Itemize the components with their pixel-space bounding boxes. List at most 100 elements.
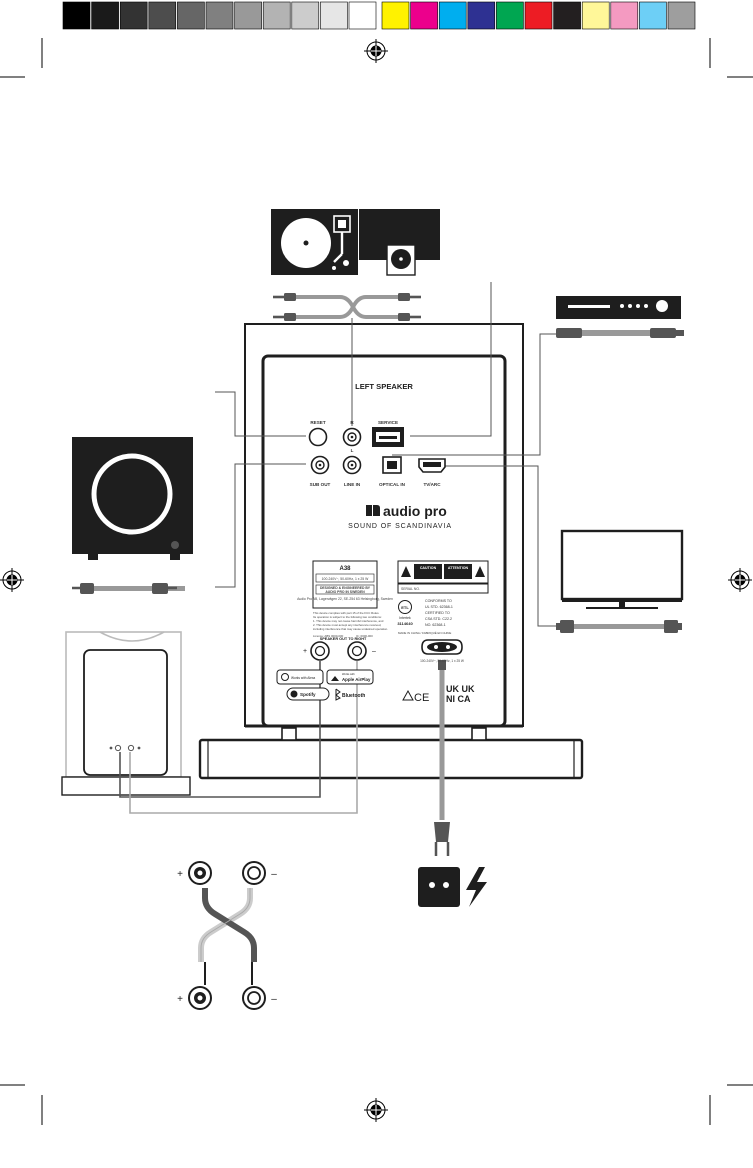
speaker-out-label: SPEAKER OUT TO RIGHT (320, 637, 367, 641)
gray-swatch (291, 1, 320, 30)
gray-swatch (348, 1, 377, 30)
gray-swatch (119, 1, 148, 30)
speaker-stand (198, 727, 584, 780)
color-swatch (381, 1, 410, 30)
panel-title: LEFT SPEAKER (355, 382, 413, 391)
speaker-terminal-plus[interactable] (310, 641, 330, 661)
optical-cable (556, 328, 684, 338)
line-in-label: LINE IN (344, 482, 361, 487)
color-swatch (438, 1, 467, 30)
conformity-line: CERTIFIED TO (425, 611, 450, 615)
conformity-line: CONFORMS TO (425, 599, 452, 603)
subwoofer-cable (72, 583, 185, 594)
wall-socket-icon (418, 867, 460, 907)
color-swatch (410, 1, 438, 30)
right-speaker-icon (61, 631, 191, 796)
gray-swatch (205, 1, 234, 30)
alexa-icon (281, 673, 289, 681)
warning-icon (475, 566, 485, 577)
turntable-icon (271, 209, 358, 275)
wire-polarity-detail: + – + – (177, 861, 277, 1010)
ukni-ca-mark: NI CA (446, 694, 471, 704)
airplay-works-with: Works with (342, 672, 355, 676)
plus-sign: + (177, 869, 183, 880)
gray-swatch (91, 1, 119, 30)
alexa-badge: Works with Alexa (276, 669, 324, 685)
made-in-text: MADE IN CHINA / FABRIQUÉ EN CHINE (398, 630, 451, 635)
origin-text: AUDIO PRO IN SWEDEN (325, 590, 365, 594)
sub-out-port[interactable] (310, 455, 330, 475)
optical-input-port[interactable] (382, 456, 402, 474)
attention-text: ATTENTION (448, 566, 469, 570)
hdmi-source-icon (556, 296, 681, 319)
left-channel-label: L (351, 448, 354, 453)
fcc-line: Its operation is subject to the followin… (313, 615, 382, 619)
terminal-minus-bottom (242, 986, 266, 1010)
terminal-plus-bottom (188, 986, 212, 1010)
alexa-text: Works with Alexa (291, 676, 315, 680)
mains-power-socket[interactable] (421, 639, 463, 655)
rca-input-right[interactable] (342, 427, 362, 447)
sub-out-label: SUB OUT (310, 482, 331, 487)
manufacturer-address: Audio Pro AB, Lagervägen 22, SE-254 63 H… (297, 597, 393, 601)
brand-logo-mark (366, 505, 380, 516)
color-swatch (496, 1, 524, 30)
brand-logo: audio pro (366, 503, 447, 519)
hdmi-arc-port[interactable] (418, 458, 446, 473)
service-label: SERVICE (378, 420, 398, 425)
fcc-statement: This device complies with part 15 of the… (313, 611, 388, 638)
right-channel-label: R (350, 420, 354, 425)
etl-text: ETL (401, 605, 409, 610)
registration-mark-right (728, 568, 752, 592)
designed-by-text: DESIGNED & ENGINEERED BY (320, 586, 371, 590)
tv-icon (560, 529, 684, 609)
tv-arc-label: TV/ARC (423, 482, 441, 487)
ukca-mark: UK UK (446, 684, 475, 694)
color-swatch (667, 1, 696, 30)
speaker-wires (119, 661, 358, 814)
terminal-plus-sign: + (303, 648, 307, 655)
conformity-line: NO. 62368-1 (425, 623, 446, 627)
minus-sign: – (271, 994, 277, 1005)
color-swatch (524, 1, 553, 30)
color-swatch (467, 1, 496, 30)
color-swatch (581, 1, 610, 30)
electricity-icon (466, 867, 487, 907)
port-labels: RESET R SERVICE L SUB OUT LINE IN OPTICA… (310, 420, 442, 487)
recycling-icon (402, 689, 414, 701)
gray-swatch (320, 1, 348, 30)
registration-mark-bottom (364, 1098, 388, 1122)
bluetooth-badge: Bluetooth (335, 688, 365, 701)
minus-sign: – (271, 869, 277, 880)
airplay-text: Apple AirPlay (342, 677, 371, 682)
speaker-terminal-minus[interactable] (347, 641, 367, 661)
warning-icon (401, 566, 411, 577)
gray-swatch (148, 1, 177, 30)
terminal-plus-top (188, 861, 212, 885)
gray-swatch (177, 1, 205, 30)
airplay-badge: Works with Apple AirPlay (326, 669, 374, 685)
intertek-text: Intertek (399, 616, 411, 620)
spotify-text: Spotify (300, 692, 316, 697)
media-player-icon (359, 209, 440, 276)
gray-swatch (62, 1, 91, 30)
usb-service-port[interactable] (372, 427, 404, 447)
left-speaker-body (244, 323, 524, 728)
optical-in-label: OPTICAL IN (379, 482, 406, 487)
licence-text: Licence: ABS 0000-000 (313, 634, 344, 638)
ce-mark: CE (414, 692, 429, 704)
spotify-icon (290, 690, 298, 698)
power-cable (434, 660, 450, 856)
caution-text: CAUTION (420, 566, 437, 570)
mains-rating: 100-240V~, 50-60Hz, 1 x 25 W (420, 659, 464, 663)
serial-number-label: SERIAL NO. (401, 587, 420, 591)
print-color-bar (62, 1, 696, 30)
rca-stereo-cable (273, 293, 421, 321)
reset-button[interactable] (308, 427, 328, 447)
model-number: A38 (339, 566, 351, 572)
brand-name: audio pro (383, 503, 447, 519)
caution-label: CAUTION ATTENTION SERIAL NO. (397, 560, 489, 594)
rca-input-left[interactable] (342, 455, 362, 475)
hdmi-cable (556, 620, 682, 633)
